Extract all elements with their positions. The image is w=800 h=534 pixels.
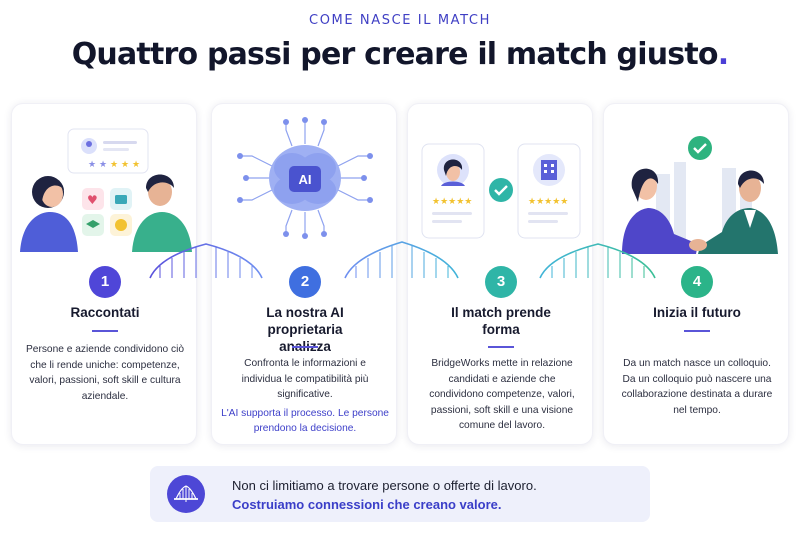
title-underline <box>92 330 118 332</box>
step-number-1: 1 <box>89 266 121 298</box>
share-profile-illustration: ★ ★ ★ ★ ★ ♥ <box>20 128 192 252</box>
step-note-2: L'AI supporta il processo. Le persone pr… <box>221 408 389 434</box>
page-title: Quattro passi per creare il match giusto… <box>0 37 800 72</box>
step-body-3: BridgeWorks mette in relazione candidati… <box>429 358 575 431</box>
title-underline <box>292 346 318 348</box>
svg-text:★: ★ <box>88 160 96 170</box>
step-title-4: Inizia il futuro <box>653 305 741 320</box>
svg-text:★★★★★: ★★★★★ <box>528 197 568 207</box>
banner-line-2: Costruiamo connessioni che creano valore… <box>232 497 502 512</box>
title-underline <box>684 330 710 332</box>
step-number-3: 3 <box>485 266 517 298</box>
title-text: Quattro passi per creare il match giusto <box>71 37 719 72</box>
step-body-4: Da un match nasce un colloquio. Da un co… <box>621 358 773 416</box>
step-card-1: ★ ★ ★ ★ ★ ♥ 1 Raccontati Persone e azien… <box>11 103 197 445</box>
ai-brain-icon: AI <box>237 117 373 239</box>
step-number-2: 2 <box>289 266 321 298</box>
step-card-3: ★★★★★ ★★★★★ 3 Il match prende forma Brid… <box>407 103 593 445</box>
svg-text:♥: ♥ <box>87 193 98 207</box>
step-title-2: La nostra AI proprietaria analizza <box>266 305 344 354</box>
step-title-1: Raccontati <box>70 305 140 320</box>
svg-text:★: ★ <box>99 160 107 170</box>
step-body-1: Persone e aziende condividono ciò che li… <box>25 344 185 402</box>
step-number-4: 4 <box>681 266 713 298</box>
ai-label: AI <box>299 172 312 187</box>
handshake-illustration <box>622 136 778 254</box>
step-title-3: Il match prende forma <box>451 305 551 337</box>
banner-line-1: Non ci limitiamo a trovare persone o off… <box>232 478 537 493</box>
footer-banner: Non ci limitiamo a trovare persone o off… <box>150 466 650 522</box>
eyebrow: COME NASCE IL MATCH <box>309 13 491 28</box>
step-body-2: Confronta le informazioni e individua le… <box>241 358 369 400</box>
step-card-4: 4 Inizia il futuro Da un match nasce un … <box>603 103 789 445</box>
svg-text:★: ★ <box>132 160 140 170</box>
bridge-icon <box>167 475 205 513</box>
svg-text:★: ★ <box>110 160 118 170</box>
title-dot: . <box>717 37 729 72</box>
title-underline <box>488 346 514 348</box>
step-card-2: AI 2 La nostra AI proprietaria analizza … <box>211 103 397 445</box>
match-profiles-illustration: ★★★★★ ★★★★★ <box>421 143 581 239</box>
svg-text:★★★★★: ★★★★★ <box>432 197 472 207</box>
svg-text:★: ★ <box>121 160 129 170</box>
